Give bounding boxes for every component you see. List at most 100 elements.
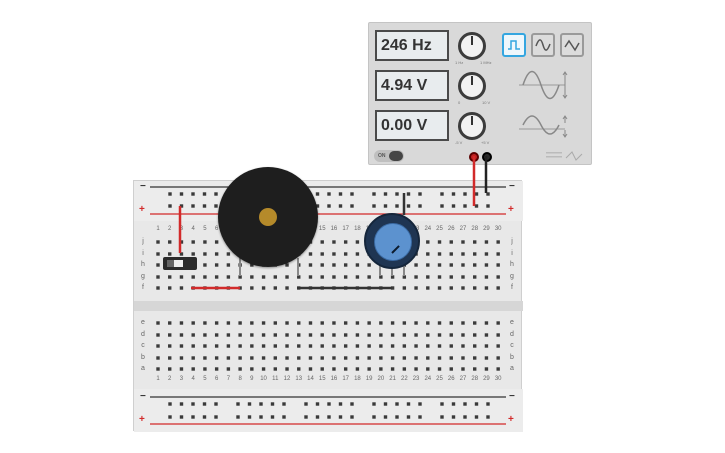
breadboard-hole[interactable] [282,402,286,406]
breadboard-hole[interactable] [203,252,207,256]
breadboard-hole[interactable] [250,275,254,279]
breadboard-hole[interactable] [297,321,301,325]
breadboard-hole[interactable] [486,192,490,196]
breadboard-hole[interactable] [214,275,219,279]
breadboard-hole[interactable] [473,263,477,267]
breadboard-hole[interactable] [179,415,184,419]
breadboard-hole[interactable] [226,252,231,256]
breadboard-hole[interactable] [449,275,453,279]
breadboard-hole[interactable] [250,286,254,290]
breadboard-hole[interactable] [338,402,343,406]
breadboard-hole[interactable] [214,252,219,256]
breadboard-hole[interactable] [367,263,371,267]
breadboard-hole[interactable] [168,286,172,290]
breadboard-hole[interactable] [203,333,207,337]
breadboard-hole[interactable] [461,356,465,360]
breadboard-hole[interactable] [226,367,231,371]
breadboard-hole[interactable] [437,321,442,325]
breadboard-hole[interactable] [168,333,172,337]
breadboard-hole[interactable] [282,415,286,419]
breadboard-hole[interactable] [350,415,354,419]
breadboard-hole[interactable] [261,275,266,279]
breadboard-hole[interactable] [202,402,207,406]
breadboard-hole[interactable] [156,356,160,360]
breadboard-hole[interactable] [250,333,254,337]
breadboard-hole[interactable] [214,333,219,337]
breadboard-hole[interactable] [496,275,500,279]
breadboard-hole[interactable] [461,240,465,244]
breadboard-hole[interactable] [315,415,320,419]
breadboard-hole[interactable] [343,321,348,325]
breadboard-hole[interactable] [418,192,422,196]
breadboard-hole[interactable] [473,367,477,371]
breadboard-hole[interactable] [327,402,331,406]
breadboard-hole[interactable] [379,344,383,348]
amplitude-knob[interactable] [458,72,486,100]
breadboard-hole[interactable] [203,275,207,279]
breadboard-hole[interactable] [343,344,348,348]
breadboard-hole[interactable] [383,204,388,208]
breadboard-hole[interactable] [473,286,477,290]
breadboard-hole[interactable] [261,344,266,348]
dc-offset-knob[interactable] [458,112,486,140]
breadboard-hole[interactable] [390,286,395,290]
breadboard-hole[interactable] [297,344,301,348]
breadboard-hole[interactable] [437,333,442,337]
breadboard-hole[interactable] [449,286,453,290]
breadboard-hole[interactable] [285,344,289,348]
breadboard-hole[interactable] [285,263,289,267]
breadboard-hole[interactable] [461,275,465,279]
breadboard-hole[interactable] [247,415,252,419]
breadboard-hole[interactable] [484,321,489,325]
breadboard-hole[interactable] [332,275,336,279]
breadboard-hole[interactable] [179,240,184,244]
breadboard-hole[interactable] [484,263,489,267]
breadboard-hole[interactable] [156,367,160,371]
breadboard-hole[interactable] [168,344,172,348]
breadboard-hole[interactable] [238,333,242,337]
breadboard-hole[interactable] [191,192,195,196]
breadboard-hole[interactable] [203,356,207,360]
breadboard-hole[interactable] [297,356,301,360]
breadboard-hole[interactable] [437,356,442,360]
breadboard-hole[interactable] [203,240,207,244]
breadboard-hole[interactable] [168,321,172,325]
breadboard-hole[interactable] [226,321,231,325]
breadboard-hole[interactable] [355,333,360,337]
breadboard-hole[interactable] [343,275,348,279]
breadboard-hole[interactable] [168,252,172,256]
breadboard-hole[interactable] [191,240,195,244]
breadboard-hole[interactable] [463,402,467,406]
breadboard-hole[interactable] [449,252,453,256]
breadboard-hole[interactable] [461,252,465,256]
breadboard-hole[interactable] [350,204,354,208]
breadboard-hole[interactable] [191,333,195,337]
breadboard-hole[interactable] [418,204,422,208]
breadboard-hole[interactable] [308,321,313,325]
breadboard-hole[interactable] [355,252,360,256]
breadboard-hole[interactable] [414,344,418,348]
breadboard-hole[interactable] [449,356,453,360]
breadboard-hole[interactable] [332,240,336,244]
breadboard-hole[interactable] [214,367,219,371]
breadboard-hole[interactable] [350,192,354,196]
breadboard-hole[interactable] [414,321,418,325]
breadboard-hole[interactable] [440,204,444,208]
breadboard-hole[interactable] [473,356,477,360]
breadboard-hole[interactable] [202,204,207,208]
breadboard-hole[interactable] [426,356,430,360]
breadboard-hole[interactable] [179,321,184,325]
breadboard-hole[interactable] [461,344,465,348]
breadboard-hole[interactable] [168,192,172,196]
breadboard-hole[interactable] [332,263,336,267]
breadboard-hole[interactable] [463,204,467,208]
breadboard-hole[interactable] [250,321,254,325]
breadboard-hole[interactable] [367,356,371,360]
breadboard-hole[interactable] [402,367,407,371]
breadboard-hole[interactable] [168,367,172,371]
breadboard-hole[interactable] [461,263,465,267]
breadboard-hole[interactable] [238,321,242,325]
breadboard-hole[interactable] [440,192,444,196]
breadboard-hole[interactable] [474,415,479,419]
breadboard-hole[interactable] [332,367,336,371]
